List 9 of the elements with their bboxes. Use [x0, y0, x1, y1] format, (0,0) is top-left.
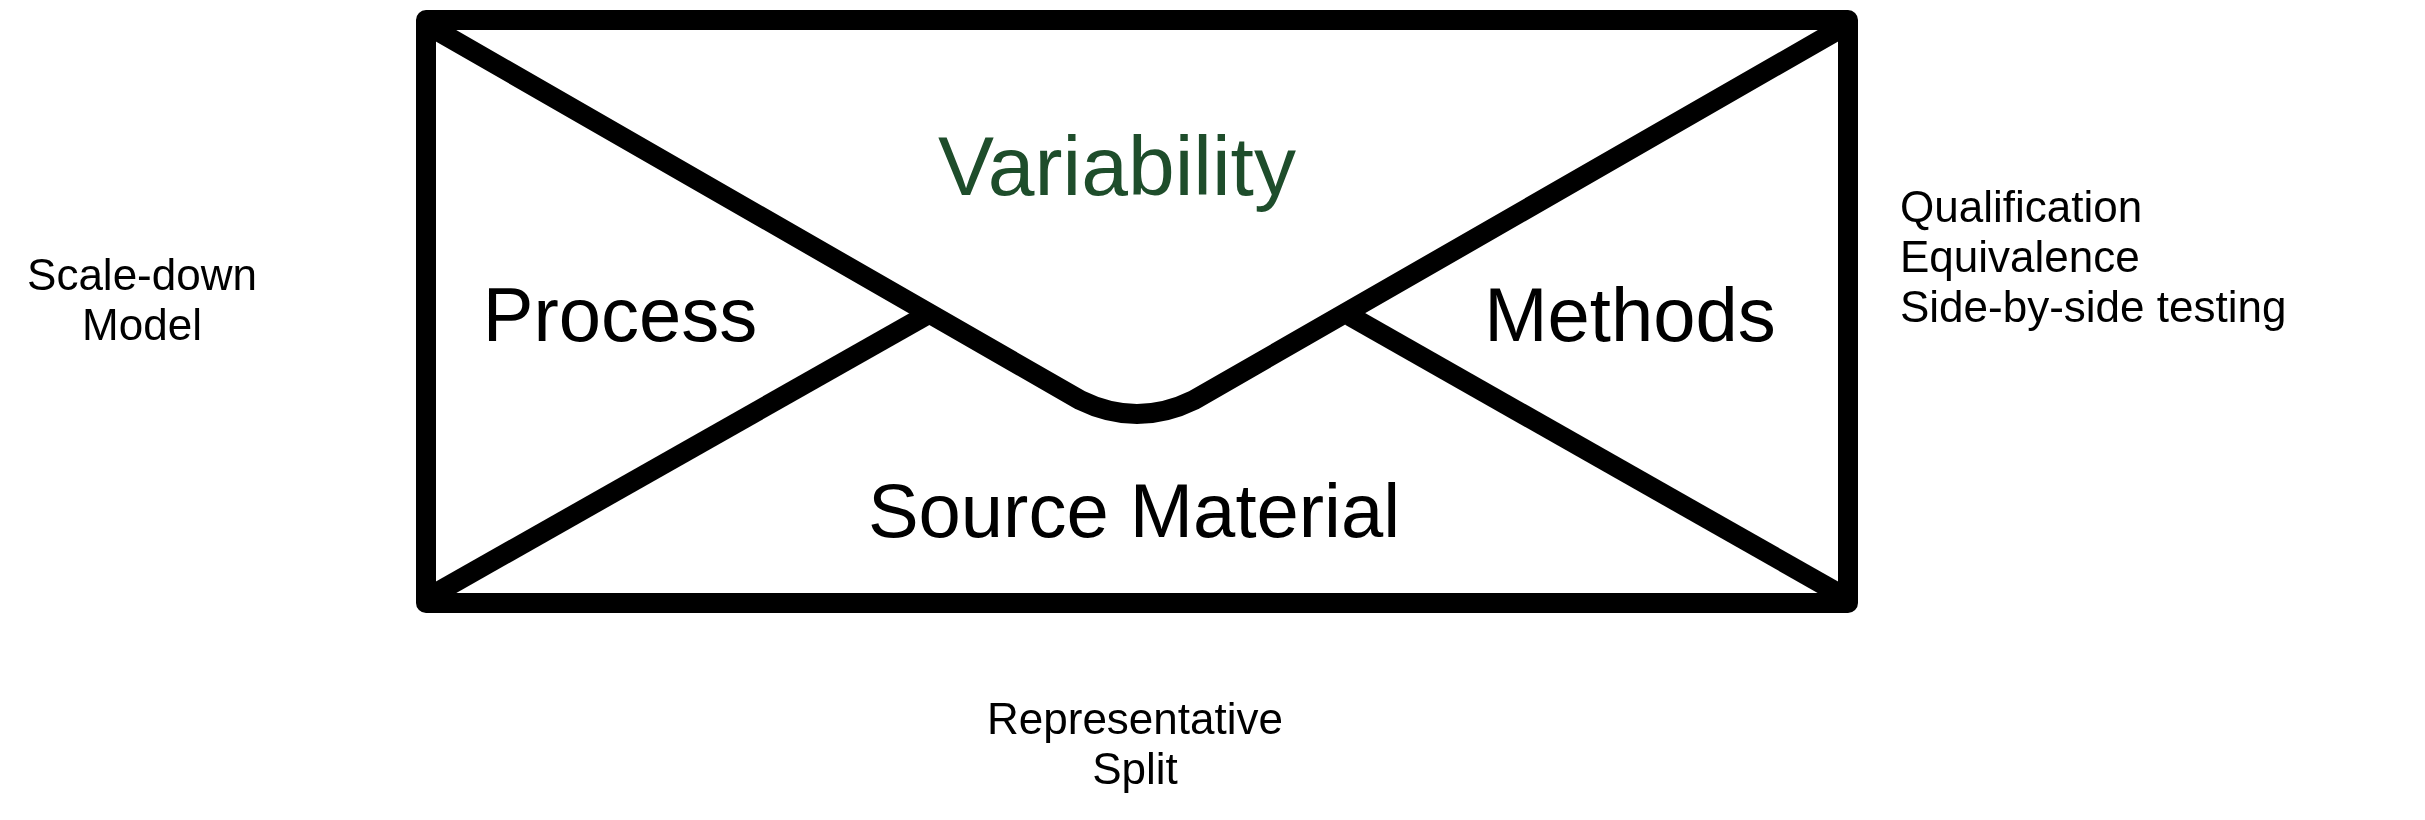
region-label: Methods: [1484, 270, 1776, 358]
region-label: Variability: [938, 117, 1296, 215]
region-label: Process: [482, 270, 758, 358]
annotation-text: Qualification: [1900, 182, 2144, 232]
annotation-text: Side-by-side testing: [1900, 282, 2287, 332]
annotation-text: Scale-down Model: [26, 250, 258, 350]
annotation-text: Representative Split: [986, 694, 1284, 794]
annotation-text: Equivalence: [1900, 232, 2141, 282]
region-label: Source Material: [867, 466, 1401, 554]
